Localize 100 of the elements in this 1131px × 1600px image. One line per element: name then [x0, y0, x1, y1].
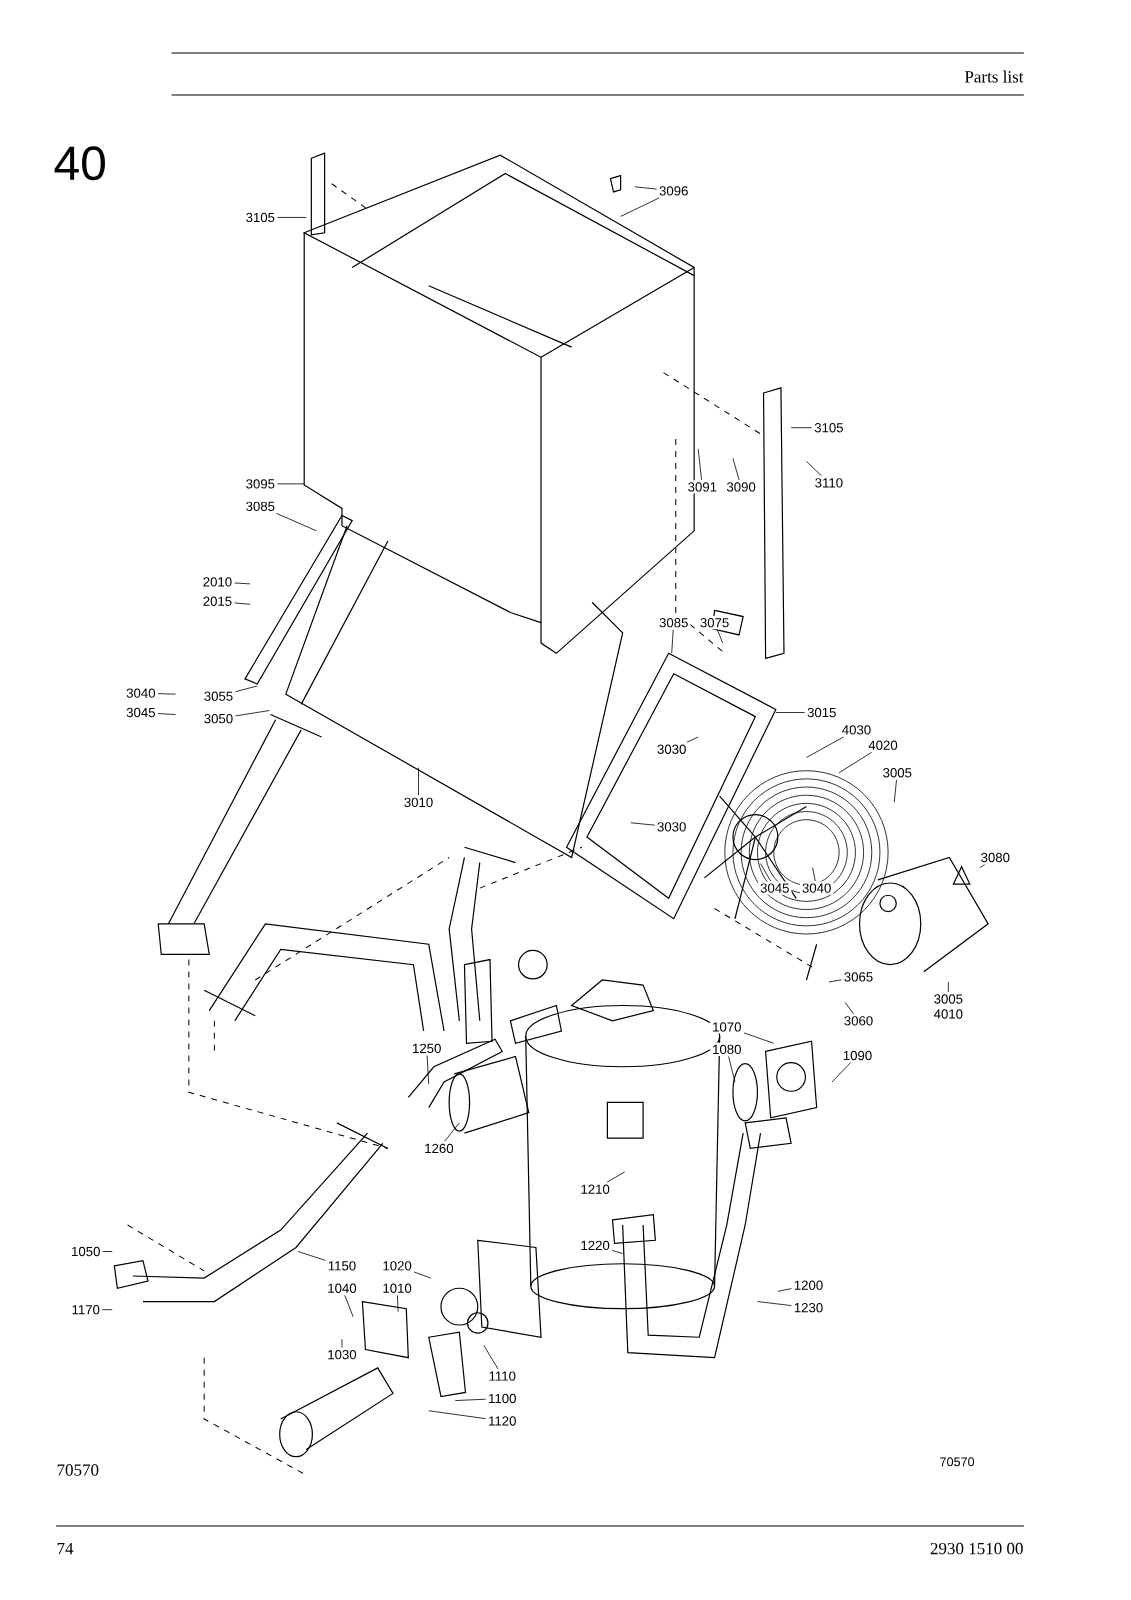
leader-line	[341, 1338, 343, 1348]
leader-line	[101, 1309, 113, 1311]
callout-number: 3005	[880, 766, 914, 780]
callout-number: 3096	[657, 184, 691, 198]
callout-number: 3095	[243, 477, 277, 491]
callout-number: 3105	[243, 210, 277, 225]
leader-line	[634, 186, 658, 190]
callout-number: 3040	[799, 881, 834, 895]
leader-line	[413, 1271, 432, 1279]
callout-number: 3010	[401, 795, 436, 809]
leader-line	[979, 864, 986, 869]
callout-number: 3091	[685, 480, 719, 494]
callout-number: 1050	[69, 1244, 103, 1259]
callout-number: 1110	[486, 1369, 518, 1383]
callout-number: 1020	[380, 1259, 414, 1273]
callout-number: 4020	[866, 738, 900, 752]
leader-line	[157, 713, 176, 715]
callout-number: 2010	[200, 575, 235, 589]
callout-number: 1080	[710, 1042, 744, 1057]
callout-number: 1170	[69, 1303, 102, 1317]
leader-line	[454, 1398, 487, 1401]
callout-number: 3065	[841, 970, 876, 984]
leader-line	[760, 863, 772, 882]
header-title: Parts list	[964, 70, 1024, 83]
callout-number: 4030	[839, 723, 874, 737]
leader-line	[234, 602, 251, 605]
leader-line	[777, 1288, 792, 1292]
leader-line	[630, 822, 655, 826]
leader-line	[844, 1002, 854, 1015]
callout-number: 3030	[655, 742, 689, 756]
leader-line	[838, 751, 873, 774]
leader-line	[426, 1055, 430, 1085]
callout-number: 3085	[657, 616, 691, 630]
callout-number: 1250	[410, 1041, 444, 1056]
callout-number: 3085	[243, 499, 277, 513]
callout-number: 1100	[486, 1391, 519, 1406]
callout-number: 3075	[697, 616, 732, 630]
section-number: 40	[54, 146, 105, 181]
leader-line	[812, 867, 816, 882]
callout-number: 1200	[791, 1278, 826, 1292]
callout-number: 1010	[380, 1281, 414, 1295]
leader-line	[102, 1251, 113, 1252]
leader-line	[831, 1062, 852, 1083]
callout-number: 1260	[422, 1141, 456, 1156]
leader-line	[397, 1294, 399, 1313]
footer-text: 2930 1510 00	[930, 1542, 1023, 1555]
footer-text: 74	[57, 1542, 74, 1555]
callout-number: 1090	[840, 1048, 875, 1063]
leader-line	[743, 1032, 775, 1044]
callout-number: 3110	[812, 476, 846, 490]
leader-line	[828, 979, 842, 983]
callout-number: 3005 4010	[931, 992, 965, 1021]
leader-line	[297, 1251, 326, 1261]
footer-text: 70570	[57, 1464, 99, 1476]
figure-number: 70570	[940, 1457, 975, 1467]
callout-number: 3030	[655, 820, 689, 834]
leader-line	[620, 197, 660, 217]
leader-line	[728, 1056, 736, 1083]
callout-number: 3060	[841, 1014, 876, 1028]
leader-line	[428, 1410, 487, 1420]
leader-line	[444, 1122, 460, 1142]
leader-line	[947, 981, 949, 993]
callout-number: 3015	[805, 705, 839, 720]
leader-line	[344, 1294, 354, 1318]
leader-line	[757, 1301, 792, 1306]
leader-line	[686, 736, 699, 743]
callout-number: 1220	[578, 1238, 612, 1253]
leader-line	[806, 736, 845, 758]
leader-line	[157, 693, 176, 695]
leader-line	[732, 457, 740, 481]
callout-number: 3105	[812, 421, 846, 435]
callout-number: 1210	[578, 1182, 612, 1196]
callout-number: 1030	[325, 1347, 359, 1362]
callout-number: 3090	[724, 480, 758, 494]
callout-number: 3045	[124, 705, 158, 720]
leader-line	[606, 1171, 626, 1183]
callout-number: 2015	[200, 594, 235, 608]
callout-number: 3045	[758, 881, 792, 895]
leader-line	[717, 629, 724, 644]
leader-line	[483, 1345, 499, 1370]
leader-line	[790, 427, 813, 429]
leader-line	[806, 461, 822, 477]
leader-line	[277, 483, 305, 485]
callout-number: 3050	[201, 711, 236, 726]
leader-line	[234, 582, 251, 585]
callout-number: 3040	[124, 686, 158, 700]
callout-number: 1070	[710, 1020, 744, 1034]
callout-number: 3055	[201, 689, 236, 703]
leader-line	[235, 685, 258, 693]
leader-line	[697, 448, 702, 481]
callout-number: 3080	[978, 850, 1012, 865]
leader-line	[671, 629, 674, 654]
leader-line	[276, 513, 317, 532]
leader-line	[235, 710, 270, 717]
leader-line	[611, 1250, 624, 1254]
leader-line	[277, 217, 307, 218]
leader-line	[893, 779, 897, 803]
callout-number: 1040	[325, 1281, 359, 1295]
callout-number: 1230	[791, 1301, 826, 1315]
leader-line	[775, 712, 806, 713]
